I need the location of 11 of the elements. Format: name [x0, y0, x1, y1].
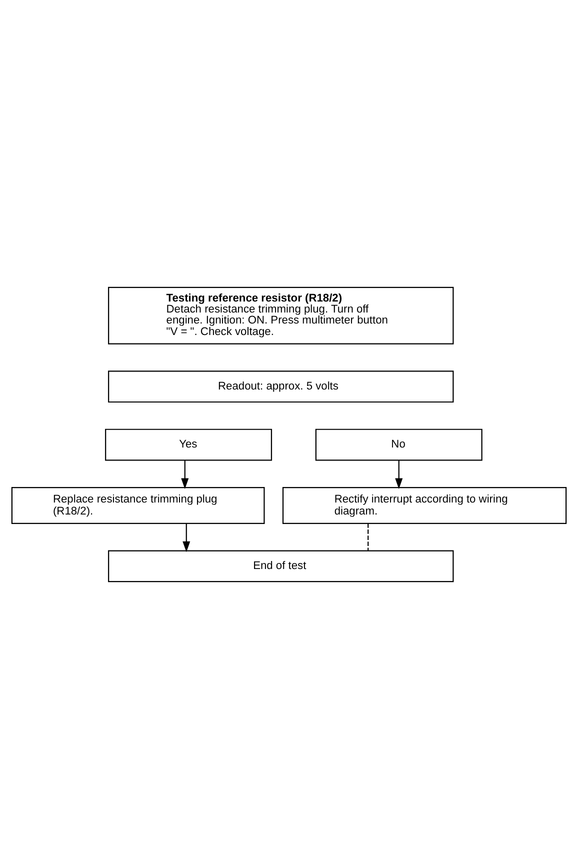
node-box: Replace resistance trimming plug (R18/2).: [11, 486, 265, 524]
arrow: [395, 460, 403, 488]
node-box: End of test: [108, 550, 454, 582]
node-box: Readout: approx. 5 volts: [108, 370, 454, 402]
node-box: Rectify interrupt according to wiring diagram.: [282, 486, 567, 524]
node-box: No: [315, 428, 482, 460]
arrow: [181, 460, 189, 488]
node-box: Yes: [105, 428, 272, 460]
connector: [368, 523, 369, 550]
arrow: [182, 523, 190, 552]
node-box: Testing reference resistor (R18/2) Detach resistance trimming plug. Turn off engine. Ignition: ON. Press multimeter button "V = ". Check voltage.: [108, 286, 454, 344]
